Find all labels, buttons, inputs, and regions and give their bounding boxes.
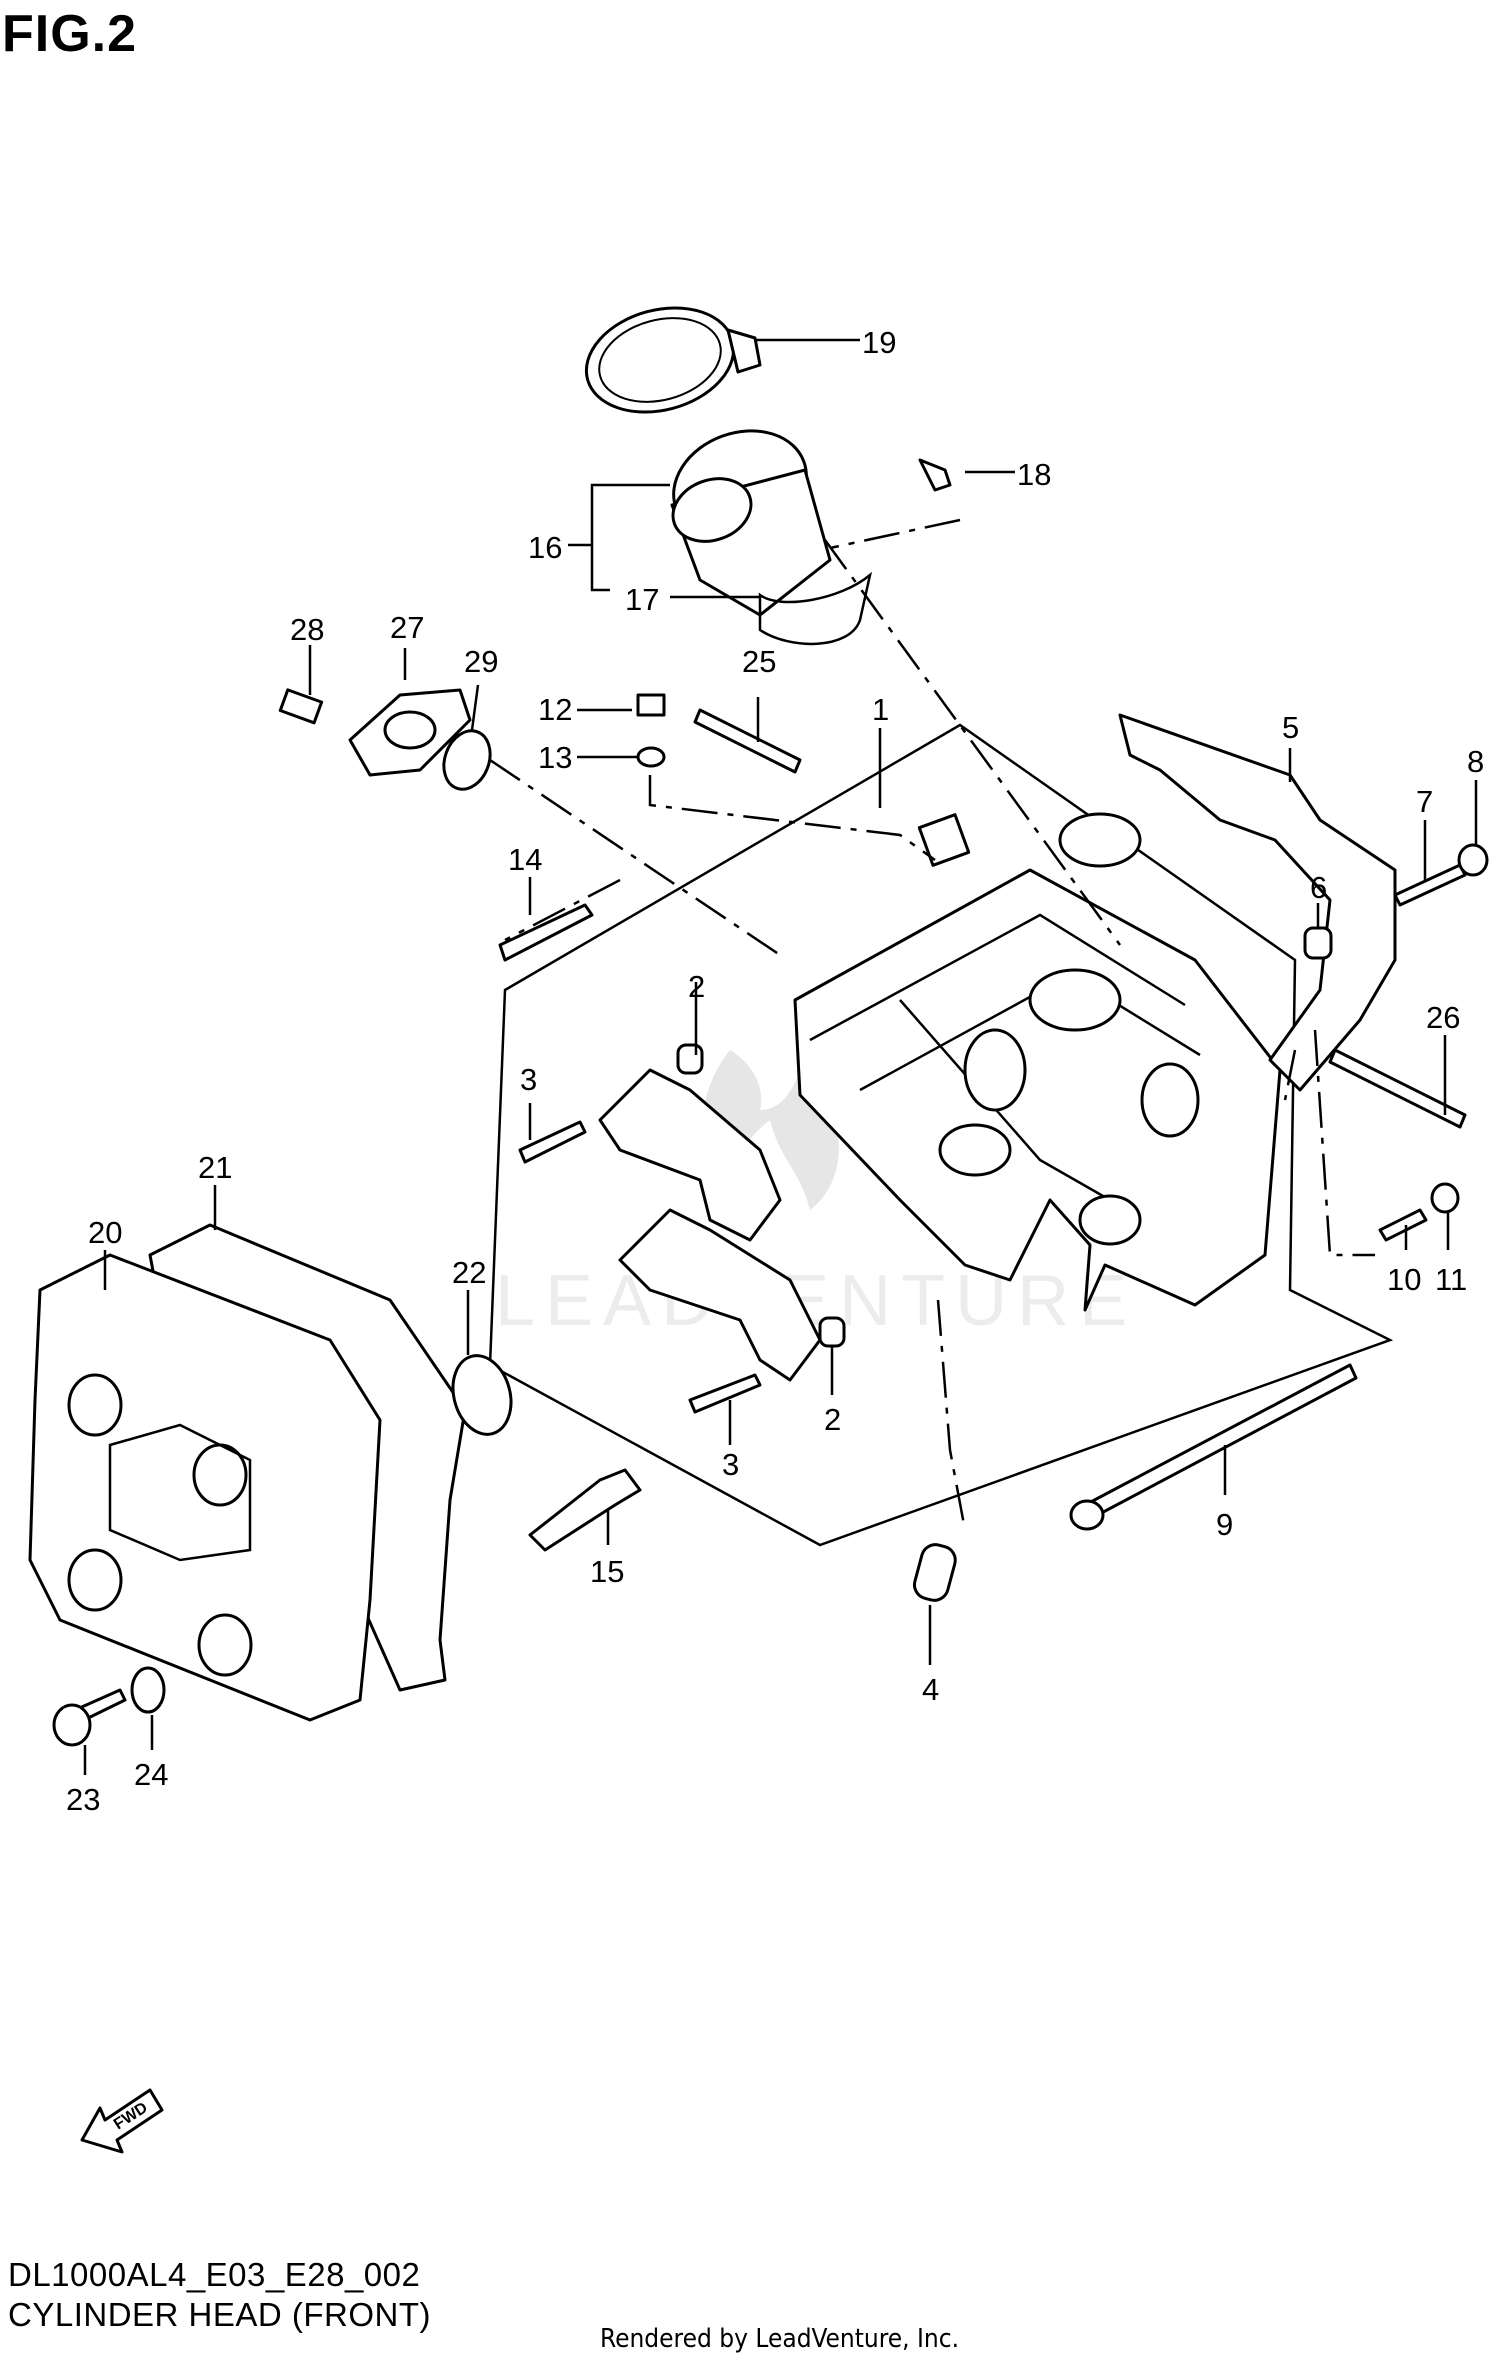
figure-title: FIG.2 [2, 5, 138, 63]
callout-8: 8 [1467, 744, 1484, 779]
assembly-line [829, 518, 961, 550]
callout-18: 18 [1017, 457, 1051, 492]
callout-14: 14 [508, 842, 542, 877]
spark-plug [528, 1468, 642, 1552]
screw-18 [918, 458, 952, 492]
callout-1: 1 [872, 692, 889, 727]
forward-arrow: FWD [80, 2088, 164, 2154]
callout-15: 15 [590, 1554, 624, 1589]
assembly-line [823, 539, 1122, 946]
bolt-26 [1328, 1048, 1467, 1129]
callout-2-lower: 2 [824, 1402, 841, 1437]
callout-10: 10 [1387, 1262, 1421, 1297]
callout-16: 16 [528, 530, 562, 565]
dowel-6 [1303, 926, 1333, 960]
callout-7: 7 [1416, 784, 1433, 819]
cylinder-head [793, 812, 1282, 1312]
callout-27: 27 [390, 610, 424, 645]
diagram-code: DL1000AL4_E03_E28_002 [8, 2256, 421, 2293]
callout-11: 11 [1435, 1262, 1467, 1297]
callout-20: 20 [88, 1215, 122, 1250]
assembly-line [1283, 1049, 1297, 1101]
hose-clamp [584, 306, 762, 414]
group-outline [488, 723, 1394, 1547]
callout-23: 23 [66, 1782, 100, 1817]
callout-24: 24 [134, 1757, 168, 1792]
assembly-line [1313, 1029, 1375, 1257]
assembly-line [489, 758, 781, 957]
grommet-24 [130, 1666, 166, 1714]
assembly-line [936, 1299, 967, 1531]
dowel-2-lower [818, 1316, 846, 1348]
callout-5: 5 [1282, 710, 1299, 745]
callout-4: 4 [922, 1672, 939, 1707]
callout-21: 21 [198, 1150, 232, 1185]
diagram-name: CYLINDER HEAD (FRONT) [8, 2296, 432, 2333]
bolt-3-lower [688, 1373, 762, 1414]
long-bolt-9 [1083, 1363, 1358, 1520]
plug-seal-22 [451, 1354, 513, 1436]
callout-6: 6 [1310, 870, 1327, 905]
intake-pipe [670, 429, 873, 646]
callout-19: 19 [862, 325, 896, 360]
bolt-14 [498, 903, 594, 962]
stud-7 [1393, 863, 1467, 907]
assembly-line [504, 878, 621, 942]
bolt-25 [693, 708, 802, 774]
callout-22: 22 [452, 1255, 486, 1290]
stud-10 [1378, 1208, 1428, 1242]
rendered-by-credit: Rendered by LeadVenture, Inc. [600, 2324, 960, 2354]
callout-26: 26 [1426, 1000, 1460, 1035]
nut-8 [1457, 843, 1489, 877]
callout-9: 9 [1216, 1507, 1233, 1542]
callout-3-lower: 3 [722, 1447, 739, 1482]
callout-12: 12 [538, 692, 572, 727]
leader-lines [83, 338, 1478, 1775]
callout-25: 25 [742, 644, 776, 679]
callout-29: 29 [464, 644, 498, 679]
callout-17: 17 [625, 582, 659, 617]
callout-28: 28 [290, 612, 324, 647]
camshaft-journal-upper [598, 1068, 782, 1242]
nut-11 [1430, 1182, 1460, 1214]
callout-3-upper: 3 [520, 1062, 537, 1097]
bolt-12 [636, 693, 666, 717]
bolt-28 [278, 688, 324, 725]
washer-13 [636, 746, 666, 768]
cylinder-head-gasket [1118, 713, 1397, 1092]
dowel-2-upper [676, 1043, 704, 1075]
callout-2-upper: 2 [688, 969, 705, 1004]
o-ring-29 [442, 729, 492, 791]
dowel-4 [912, 1543, 957, 1602]
bolt-3-upper [518, 1120, 587, 1164]
assembly-line [648, 775, 936, 862]
camshaft-journal-lower [618, 1208, 822, 1382]
callout-13: 13 [538, 740, 572, 775]
callout-labels: 19 18 16 17 28 27 29 12 13 25 14 1 5 6 7… [66, 325, 1484, 1817]
